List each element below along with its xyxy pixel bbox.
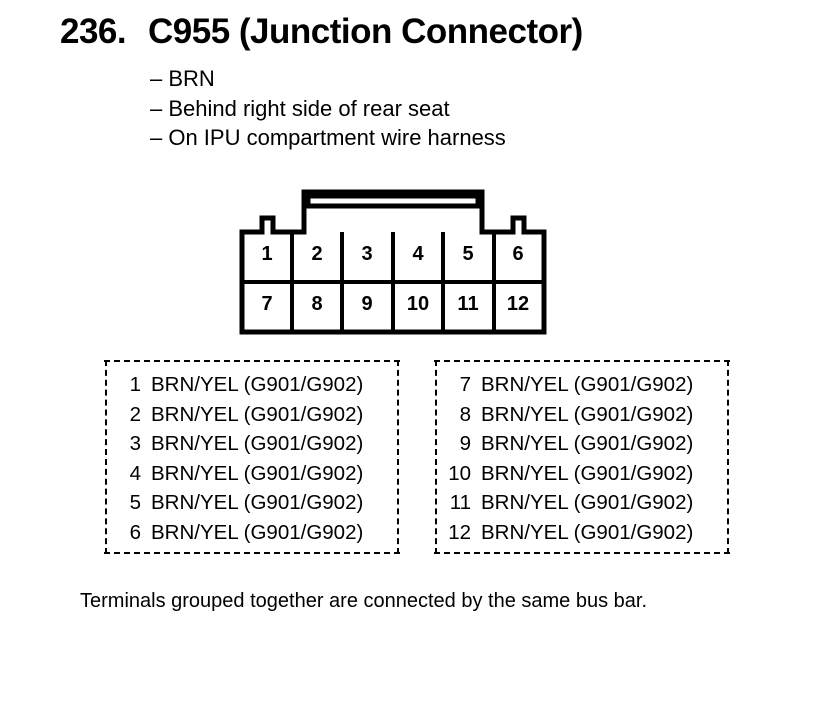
terminal-row: 6 BRN/YEL (G901/G902): [107, 518, 397, 548]
terminal-11-label: 11: [457, 293, 478, 315]
wire-description: BRN/YEL (G901/G902): [151, 461, 364, 485]
terminal-row: 5 BRN/YEL (G901/G902): [107, 488, 397, 518]
group-border-top: [434, 360, 730, 362]
terminal-row: 10 BRN/YEL (G901/G902): [437, 459, 727, 489]
terminal-7-label: 7: [261, 293, 272, 315]
wire-description: BRN/YEL (G901/G902): [481, 432, 694, 456]
terminal-1-label: 1: [261, 243, 272, 265]
group-border-top: [104, 360, 400, 362]
connector-outline: [239, 189, 547, 335]
terminal-2-label: 2: [311, 243, 322, 265]
connector-face-diagram: 1 2 3 4 5 6 7 8 9 10 11 12: [239, 189, 547, 335]
terminal-12-label: 12: [507, 293, 529, 315]
terminal-row: 4 BRN/YEL (G901/G902): [107, 459, 397, 489]
terminal-number: 2: [129, 402, 141, 426]
connector-details: – BRN – Behind right side of rear seat –…: [150, 64, 506, 153]
terminal-row: 9 BRN/YEL (G901/G902): [437, 429, 727, 459]
terminal-6-label: 6: [512, 243, 523, 265]
wire-description: BRN/YEL (G901/G902): [151, 491, 364, 515]
wire-description: BRN/YEL (G901/G902): [151, 402, 364, 426]
terminal-number: 6: [129, 520, 141, 544]
terminal-number: 4: [129, 461, 141, 485]
connector-lock-tab: [305, 193, 481, 209]
terminal-number: 1: [129, 373, 141, 396]
terminal-9-label: 9: [361, 293, 372, 315]
terminal-number: 3: [129, 432, 141, 456]
terminal-row: 3 BRN/YEL (G901/G902): [107, 429, 397, 459]
terminal-number: 12: [448, 520, 471, 544]
bus-bar-footnote: Terminals grouped together are connected…: [80, 590, 648, 612]
section-number: 236.: [60, 12, 127, 51]
terminal-row: 2 BRN/YEL (G901/G902): [107, 400, 397, 430]
wire-description: BRN/YEL (G901/G902): [151, 373, 364, 396]
group-border-bottom: [434, 552, 730, 554]
detail-harness: – On IPU compartment wire harness: [150, 125, 506, 150]
wire-description: BRN/YEL (G901/G902): [481, 491, 694, 515]
terminal-row: 11 BRN/YEL (G901/G902): [437, 488, 727, 518]
wire-description: BRN/YEL (G901/G902): [481, 461, 694, 485]
terminal-8-label: 8: [311, 293, 322, 315]
wire-description: BRN/YEL (G901/G902): [151, 432, 364, 456]
detail-color: – BRN: [150, 66, 215, 91]
terminal-number: 11: [449, 491, 471, 515]
terminal-number: 7: [459, 373, 471, 396]
terminal-10-label: 10: [407, 293, 429, 315]
wire-description: BRN/YEL (G901/G902): [481, 402, 694, 426]
terminal-row: 7 BRN/YEL (G901/G902): [437, 370, 727, 400]
wire-description: BRN/YEL (G901/G902): [481, 373, 694, 396]
terminal-number: 9: [459, 432, 471, 456]
terminal-row: 1 BRN/YEL (G901/G902): [107, 370, 397, 400]
terminal-row: 8 BRN/YEL (G901/G902): [437, 400, 727, 430]
terminal-5-label: 5: [462, 243, 473, 265]
wire-description: BRN/YEL (G901/G902): [151, 520, 364, 544]
connector-title: C955 (Junction Connector): [148, 12, 583, 51]
terminal-row: 12 BRN/YEL (G901/G902): [437, 518, 727, 548]
terminal-3-label: 3: [361, 243, 372, 265]
group-border-bottom: [104, 552, 400, 554]
wire-description: BRN/YEL (G901/G902): [481, 520, 694, 544]
detail-location: – Behind right side of rear seat: [150, 95, 450, 121]
terminal-number: 5: [129, 491, 141, 515]
terminal-4-label: 4: [412, 243, 424, 265]
terminal-number: 10: [448, 461, 471, 485]
terminal-number: 8: [459, 402, 471, 426]
page-title: 236. C955 (Junction Connector): [60, 12, 583, 52]
